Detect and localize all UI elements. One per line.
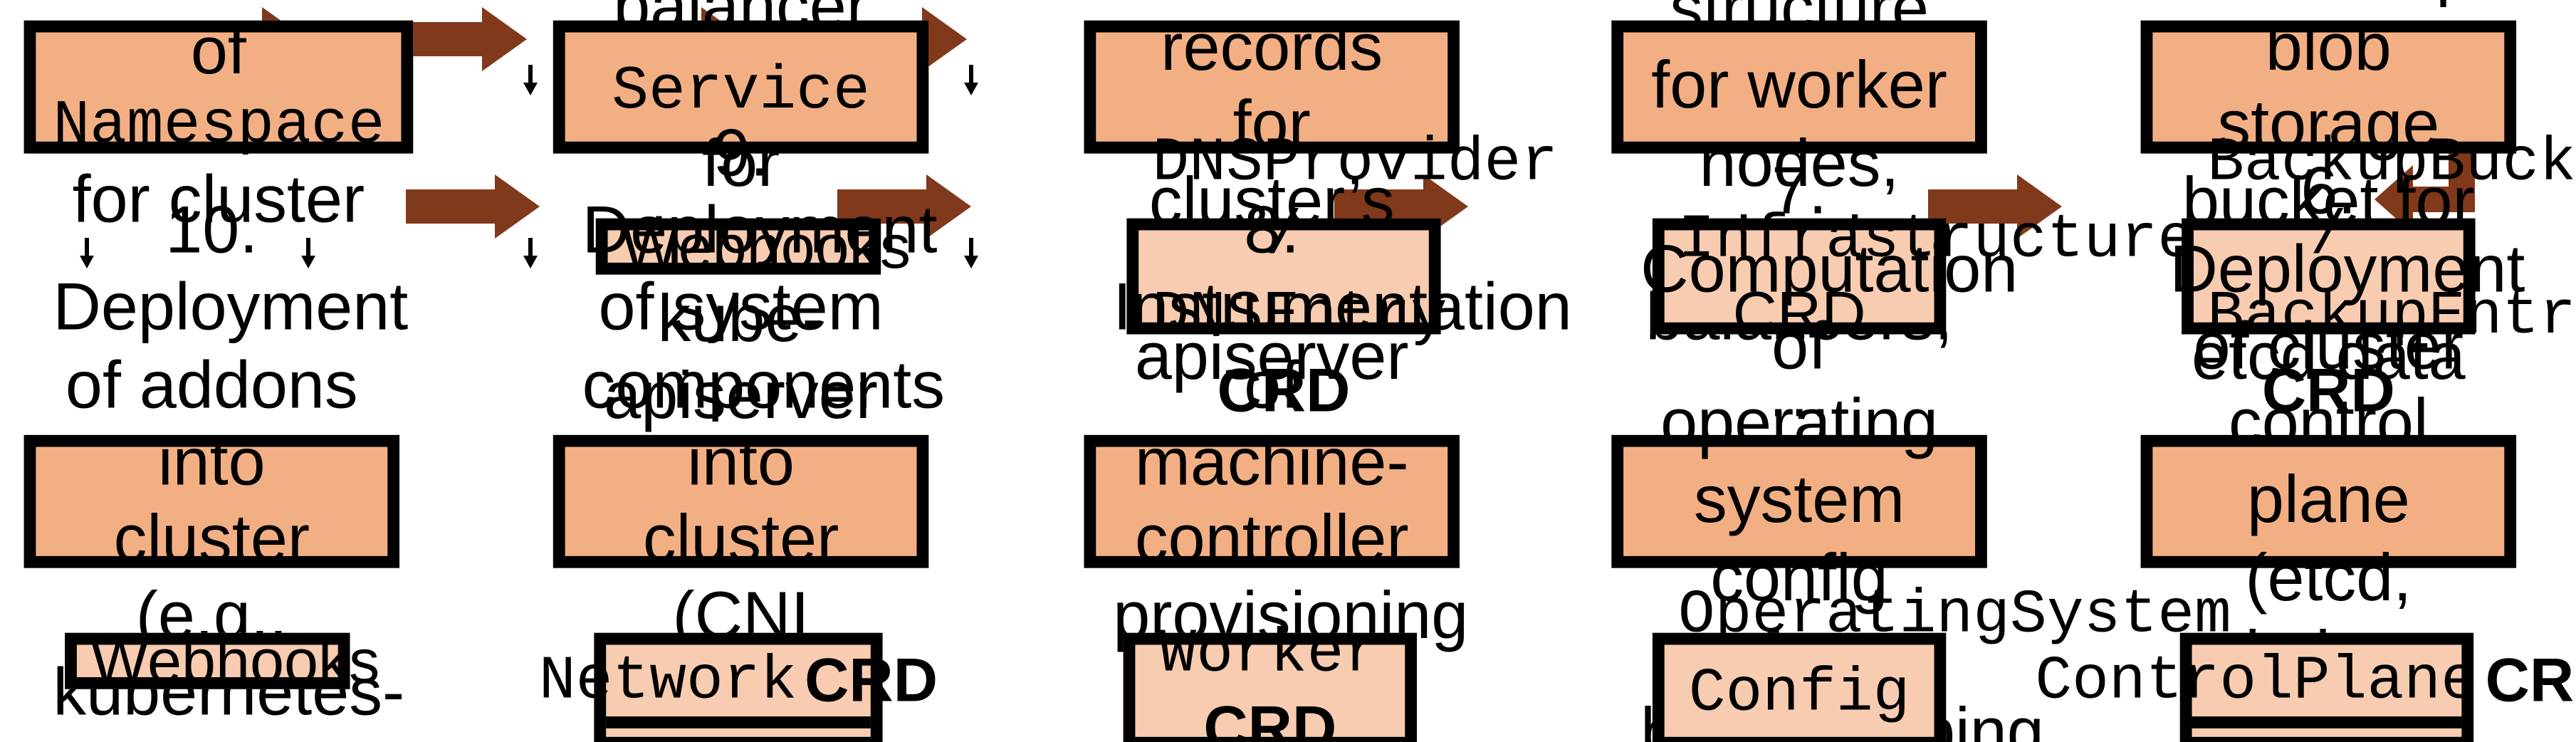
network-label: Network — [538, 645, 797, 716]
step-10-line-2: into cluster (e.g., — [113, 426, 310, 654]
resource-box-6-controlplane-crd-stack[interactable]: ControlPlane CRD Webhooks — [2035, 632, 2576, 742]
controlplane-webhooks-cell: Webhooks — [2182, 728, 2471, 742]
step-box-1[interactable]: 1. Creation of Namespace for cluster — [23, 0, 414, 236]
crd-tag: CRD — [805, 644, 938, 715]
backupentry-label: BackupEntry — [2207, 281, 2576, 351]
step-9-line-2: components into cluster — [582, 348, 946, 577]
dnsentry-line: DNSEntry CRD — [1152, 273, 1447, 426]
step-8-line-2: machine-controller — [1134, 426, 1409, 577]
step-6-line-1: 6. Deployment of cluster — [2169, 156, 2525, 384]
webhooks-label: Webhooks — [2182, 728, 2471, 742]
step-box-4[interactable]: 4. Preparation of infra- structure for w… — [1611, 0, 1987, 432]
step-4-line-2: structure for worker — [1651, 0, 1947, 124]
step-box-8[interactable]: 8. Instrumentation of machine-controller… — [1084, 194, 1572, 742]
worker-label: Worker — [1159, 619, 1381, 689]
step-7-line-1: 7. Computation of — [1640, 156, 2019, 384]
resource-box-4-infrastructure-crd[interactable]: Infrastructure CRD — [1652, 204, 2194, 348]
step-10-line-1: 10. Deployment of addons — [53, 194, 409, 422]
crd-tag: CRD — [2261, 354, 2395, 424]
crd-tag: CRD — [2485, 644, 2576, 715]
crd-tag: CRD — [1217, 354, 1351, 424]
step-3-line-1: 3. Creation of DNS — [1113, 0, 1430, 10]
resource-box-9-network-crd-stack[interactable]: Network CRD Webhooks — [539, 632, 938, 742]
resource-box-7-osc-crd[interactable]: OperatingSystem Config CRD — [1652, 580, 2231, 742]
step-1-line-2-namespace: Namespace — [53, 90, 385, 160]
webhooks-label: Webhooks — [594, 728, 883, 742]
backupentry-line: BackupEntry CRD — [2207, 273, 2576, 426]
config-crd-line: Config CRD — [1678, 652, 1920, 742]
step-box-7[interactable]: 7. Computation of operating system confi… — [1611, 156, 2044, 742]
step-9-line-1: 9. Deployment of system — [582, 117, 938, 345]
network-crd-cell: Network CRD — [539, 644, 938, 728]
step-box-6[interactable]: 6. Deployment of cluster control plane (… — [2140, 156, 2525, 742]
step-5-line-1: 5. Preparation of backup — [2169, 0, 2487, 10]
step-8-line-1: 8. Instrumentation of — [1113, 194, 1572, 422]
step-2-line-2-prefix: balancer — [613, 0, 869, 46]
config-label: Config — [1688, 658, 1910, 728]
step-7-line-2: operating system config — [1660, 387, 1939, 615]
step-1-line-1: 1. Creation of — [56, 0, 381, 88]
step-box-10[interactable]: 10. Deployment of addons into cluster (e… — [23, 194, 408, 742]
crd-tag: CRD — [1203, 692, 1337, 742]
resource-box-2-webhooks[interactable]: Webhooks — [595, 211, 911, 281]
step-6-line-2: control plane (etcd, — [2229, 387, 2429, 615]
step-1-line-3: for cluster — [72, 162, 365, 236]
network-webhooks-cell: Webhooks — [594, 728, 883, 742]
resource-box-10-webhooks[interactable]: Webhooks — [65, 626, 379, 696]
dnsentry-label: DNSEntry — [1152, 281, 1447, 351]
controlplane-crd-cell: ControlPlane CRD — [2035, 644, 2576, 728]
crd-tag: CRD — [1733, 732, 1866, 742]
operatingsystem-label: OperatingSystem — [1677, 579, 2231, 649]
resource-box-8-worker-crd[interactable]: Worker CRD — [1123, 619, 1418, 742]
controlplane-label: ControlPlane — [2035, 645, 2478, 716]
step-box-9[interactable]: 9. Deployment of system components into … — [553, 117, 945, 742]
crd-tag: CRD — [1732, 278, 1866, 348]
webhooks-label: Webhooks — [90, 625, 380, 696]
step-2-line-2-suffix: for — [701, 128, 780, 202]
